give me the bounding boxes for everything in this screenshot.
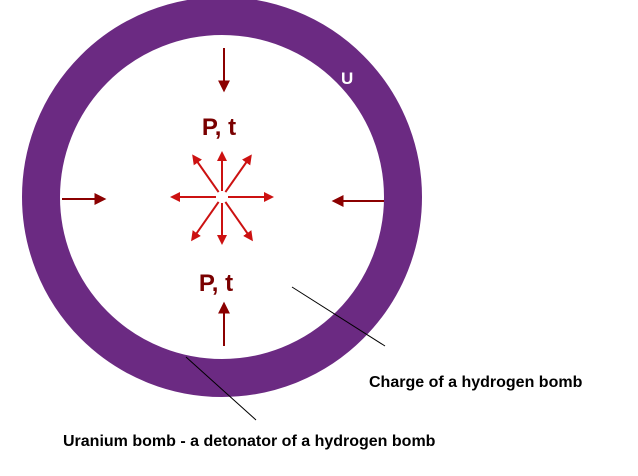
uranium-caption: Uranium bomb - a detonator of a hydrogen… xyxy=(63,433,436,450)
ring-label: U xyxy=(341,69,353,88)
explosion-burst xyxy=(170,151,274,245)
charge-caption: Charge of a hydrogen bomb xyxy=(369,374,583,391)
charge-leader-line xyxy=(291,286,386,347)
compression-arrows xyxy=(62,48,384,346)
uranium-leader-line xyxy=(185,356,257,421)
pressure-temperature-label-top: P, t xyxy=(202,114,236,141)
uranium-ring xyxy=(22,0,422,397)
burst-arrow-down-right xyxy=(224,201,253,242)
burst-arrow-up-right xyxy=(224,154,252,193)
burst-arrow-down-left xyxy=(191,201,220,242)
pressure-temperature-label-bottom: P, t xyxy=(199,270,233,297)
burst-arrow-up-left xyxy=(192,154,220,193)
